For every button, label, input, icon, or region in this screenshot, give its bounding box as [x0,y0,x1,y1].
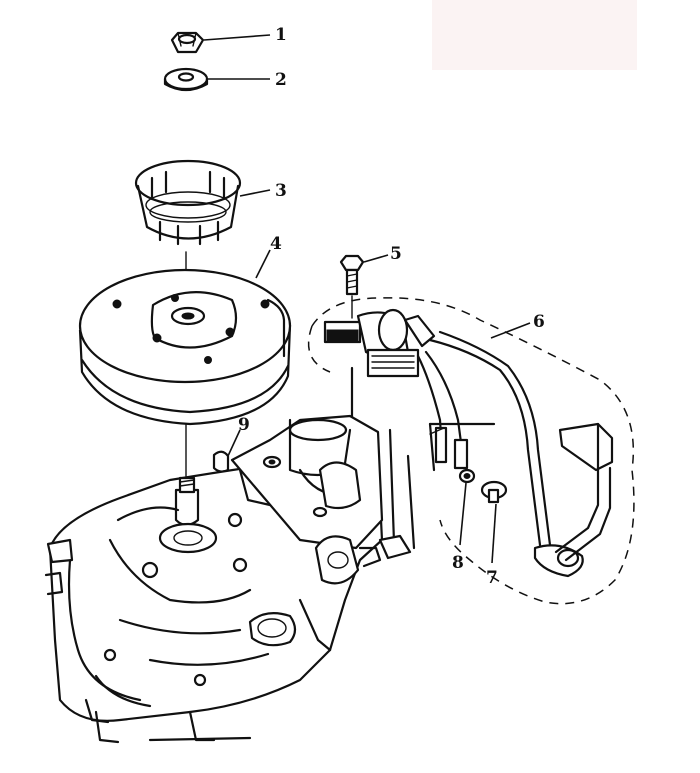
callout-6: 6 [533,312,545,332]
callout-7: 7 [486,568,498,588]
paper-smudge [432,0,637,70]
callout-8: 8 [452,553,464,573]
ground-screw-part [480,480,508,564]
engine-block [44,414,412,744]
callout-5: 5 [390,244,402,264]
callout-3: 3 [275,181,287,201]
nut-part [170,31,271,54]
lock-washer-part [458,468,476,546]
callout-4: 4 [270,234,282,254]
washer-part [163,67,270,92]
callout-2: 2 [275,70,287,90]
coil-bolt-part [339,254,389,319]
ignition-coil-part [307,297,635,605]
callout-9: 9 [238,415,250,435]
starter-cup-part [134,159,271,246]
callout-1: 1 [275,25,287,45]
flywheel-part [78,249,292,426]
